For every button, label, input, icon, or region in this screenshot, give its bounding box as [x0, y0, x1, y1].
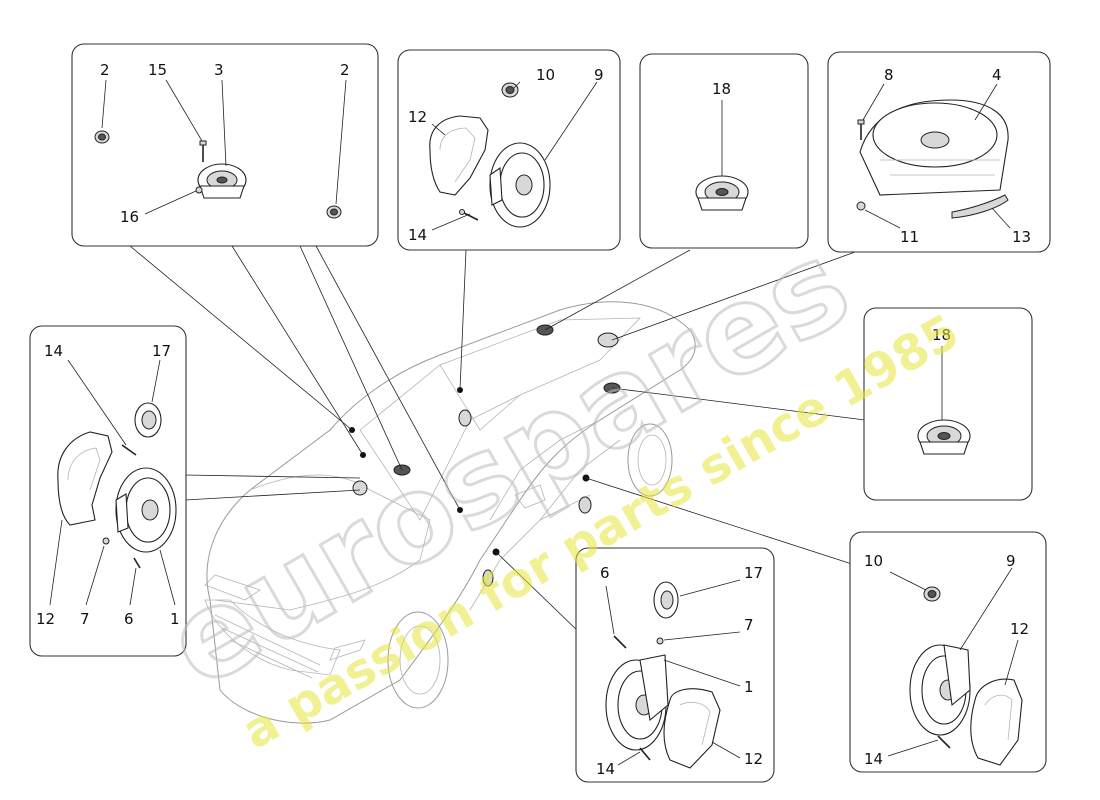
part-number-label: 14 — [408, 226, 427, 244]
part-number-label: 9 — [594, 66, 604, 84]
tweeter-icon — [94, 130, 110, 144]
part-number-label: 2 — [340, 61, 350, 79]
screw-icon — [613, 635, 627, 649]
speaker-icon — [489, 142, 551, 228]
part-number-label: 11 — [900, 228, 919, 246]
speaker-icon — [695, 175, 749, 211]
panel-bottom-mid: 6 17 7 1 14 12 — [575, 547, 775, 783]
tweeter-icon — [134, 402, 162, 438]
part-number-label: 12 — [408, 108, 427, 126]
speaker-icon — [197, 163, 247, 199]
subwoofer-icon — [859, 99, 1009, 196]
part-number-label: 2 — [100, 61, 110, 79]
tweeter-icon — [653, 581, 679, 619]
part-number-label: 14 — [596, 760, 615, 778]
seal-icon — [951, 194, 1009, 219]
part-number-label: 13 — [1012, 228, 1031, 246]
speaker-icon — [909, 644, 971, 736]
speaker-icon — [605, 654, 669, 751]
callout-lines — [129, 245, 866, 634]
part-number-label: 6 — [600, 564, 610, 582]
screw-icon — [857, 119, 865, 140]
part-number-label: 14 — [44, 342, 63, 360]
bracket-icon — [663, 688, 721, 769]
watermark: eurospares a passion for parts since 198… — [144, 214, 969, 761]
part-number-label: 12 — [36, 610, 55, 628]
part-number-label: 12 — [1010, 620, 1029, 638]
nut-icon — [102, 537, 110, 545]
part-number-label: 17 — [744, 564, 763, 582]
part-number-label: 17 — [152, 342, 171, 360]
part-number-label: 15 — [148, 61, 167, 79]
part-number-label: 7 — [744, 616, 754, 634]
panel-top-left: 2 15 3 2 16 — [71, 43, 379, 247]
panel-top-mid: 10 9 12 14 — [397, 49, 621, 251]
panel-bottom-right: 10 9 12 14 — [849, 531, 1047, 773]
panel-left: 14 17 12 7 6 1 — [29, 325, 187, 657]
part-number-label: 3 — [214, 61, 224, 79]
bracket-icon — [970, 678, 1023, 766]
nut-icon — [856, 201, 866, 211]
screw-icon — [639, 747, 651, 761]
tweeter-icon — [923, 586, 941, 602]
screw-icon — [199, 140, 207, 162]
panel-top-mid-right: 18 — [639, 53, 809, 249]
part-number-label: 1 — [744, 678, 754, 696]
part-number-label: 4 — [992, 66, 1002, 84]
part-number-label: 1 — [170, 610, 180, 628]
part-number-label: 9 — [1006, 552, 1016, 570]
tweeter-icon — [501, 82, 519, 98]
part-number-label: 18 — [712, 80, 731, 98]
part-number-label: 8 — [884, 66, 894, 84]
part-number-label: 14 — [864, 750, 883, 768]
bracket-icon — [57, 431, 113, 526]
part-number-label: 10 — [864, 552, 883, 570]
tweeter-icon — [326, 205, 342, 219]
speaker-icon — [115, 467, 177, 553]
part-number-label: 16 — [120, 208, 139, 226]
screw-icon — [937, 735, 951, 749]
speaker-icon — [917, 419, 971, 455]
part-number-label: 6 — [124, 610, 134, 628]
screw-icon — [121, 444, 137, 456]
part-number-label: 12 — [744, 750, 763, 768]
screw-icon — [133, 557, 141, 569]
panel-right-mid: 18 — [863, 307, 1033, 501]
nut-icon — [656, 637, 664, 645]
part-number-label: 7 — [80, 610, 90, 628]
part-number-label: 18 — [932, 326, 951, 344]
screw-icon — [459, 209, 479, 221]
part-number-label: 10 — [536, 66, 555, 84]
panel-top-right: 8 4 11 13 — [827, 51, 1051, 253]
clip-icon — [195, 186, 203, 194]
bracket-icon — [429, 115, 489, 196]
